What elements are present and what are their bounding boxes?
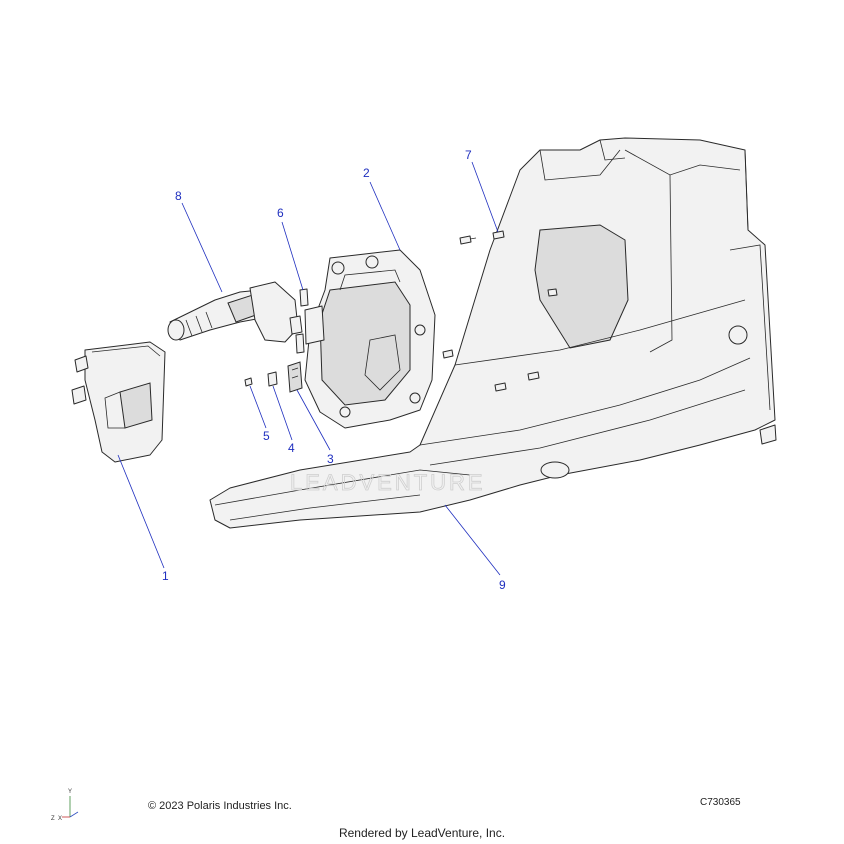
- screw-icon: [244, 377, 253, 387]
- axis-triad-icon: Y Z X: [51, 789, 79, 822]
- drawing-id: C730365: [700, 797, 741, 808]
- leader-2: [369, 181, 401, 251]
- callout-4[interactable]: 4: [288, 441, 295, 455]
- part-3-latch[interactable]: [287, 361, 303, 393]
- axis-z-label: Z: [51, 816, 55, 822]
- screw-icon: [442, 349, 454, 359]
- callout-7[interactable]: 7: [465, 148, 472, 162]
- axis-y-label: Y: [68, 789, 72, 795]
- leader-lines: [117, 161, 501, 576]
- screw-icon: [527, 371, 540, 381]
- leader-5: [249, 385, 267, 429]
- part-2-port-housing[interactable]: [304, 249, 436, 429]
- part-5-screw[interactable]: [244, 377, 253, 387]
- part-1-cover[interactable]: [71, 341, 166, 463]
- leader-8: [181, 202, 223, 293]
- leader-7: [471, 161, 499, 233]
- callouts: 1 2 3 4 5 6 7 8 9: [162, 148, 506, 592]
- callout-6[interactable]: 6: [277, 206, 284, 220]
- part-8-charge-inlet[interactable]: [167, 281, 303, 343]
- screw-icon: [547, 288, 558, 297]
- part-9-side-panel[interactable]: [209, 137, 777, 529]
- copyright-text: © 2023 Polaris Industries Inc.: [148, 800, 292, 812]
- screw-icon: [494, 382, 507, 392]
- leader-4: [272, 385, 293, 441]
- part-4-pad[interactable]: [267, 371, 278, 387]
- leader-3: [296, 389, 331, 451]
- callout-1[interactable]: 1: [162, 569, 169, 583]
- rendered-by-text: Rendered by LeadVenture, Inc.: [338, 826, 506, 840]
- axis-x-label: X: [58, 816, 62, 822]
- leader-1: [117, 454, 165, 569]
- callout-2[interactable]: 2: [363, 166, 370, 180]
- leader-9: [444, 504, 501, 576]
- watermark-text: LEADVENTURE: [290, 470, 486, 495]
- callout-5[interactable]: 5: [263, 429, 270, 443]
- callout-8[interactable]: 8: [175, 189, 182, 203]
- screw-icon: [492, 230, 505, 240]
- part-6-screws[interactable]: [295, 288, 309, 354]
- part-7-screws[interactable]: [442, 230, 558, 392]
- screw-icon: [295, 333, 305, 354]
- callout-9[interactable]: 9: [499, 578, 506, 592]
- callout-3[interactable]: 3: [327, 452, 334, 466]
- screw-icon: [299, 288, 309, 307]
- leader-6: [281, 221, 304, 291]
- screw-icon: [459, 235, 477, 245]
